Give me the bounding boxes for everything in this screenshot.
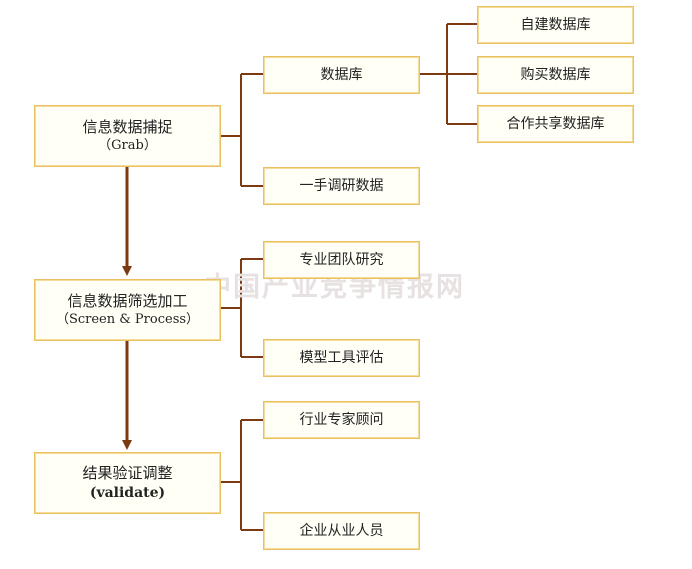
database-box: 数据库 [263, 56, 420, 94]
stage2-branch-connector [221, 258, 263, 358]
stage-validate-box: 结果验证调整 (validate) [34, 452, 221, 514]
practitioner-box: 企业从业人员 [263, 512, 420, 550]
professional-team-box: 专业团队研究 [263, 241, 420, 279]
stage-screen-subtitle: （Screen & Process） [55, 312, 200, 328]
stage-screen-box: 信息数据筛选加工 （Screen & Process） [34, 279, 221, 341]
database-branch-connector [419, 23, 477, 125]
stage-validate-subtitle: (validate) [89, 484, 166, 501]
shared-database-box: 合作共享数据库 [477, 105, 634, 143]
stage-screen-title: 信息数据筛选加工 [67, 292, 188, 311]
stage-validate-title: 结果验证调整 [82, 464, 173, 483]
stage1-branch-connector [221, 73, 263, 187]
stage-grab-subtitle: （Grab） [98, 138, 157, 154]
model-tool-box: 模型工具评估 [263, 339, 420, 377]
self-built-database-box: 自建数据库 [477, 6, 634, 44]
stage3-branch-connector [221, 419, 263, 531]
stage-grab-title: 信息数据捕捉 [82, 118, 173, 137]
stage-grab-box: 信息数据捕捉 （Grab） [34, 105, 221, 167]
primary-research-box: 一手调研数据 [263, 167, 420, 205]
purchased-database-box: 购买数据库 [477, 56, 634, 94]
industry-expert-box: 行业专家顾问 [263, 401, 420, 439]
